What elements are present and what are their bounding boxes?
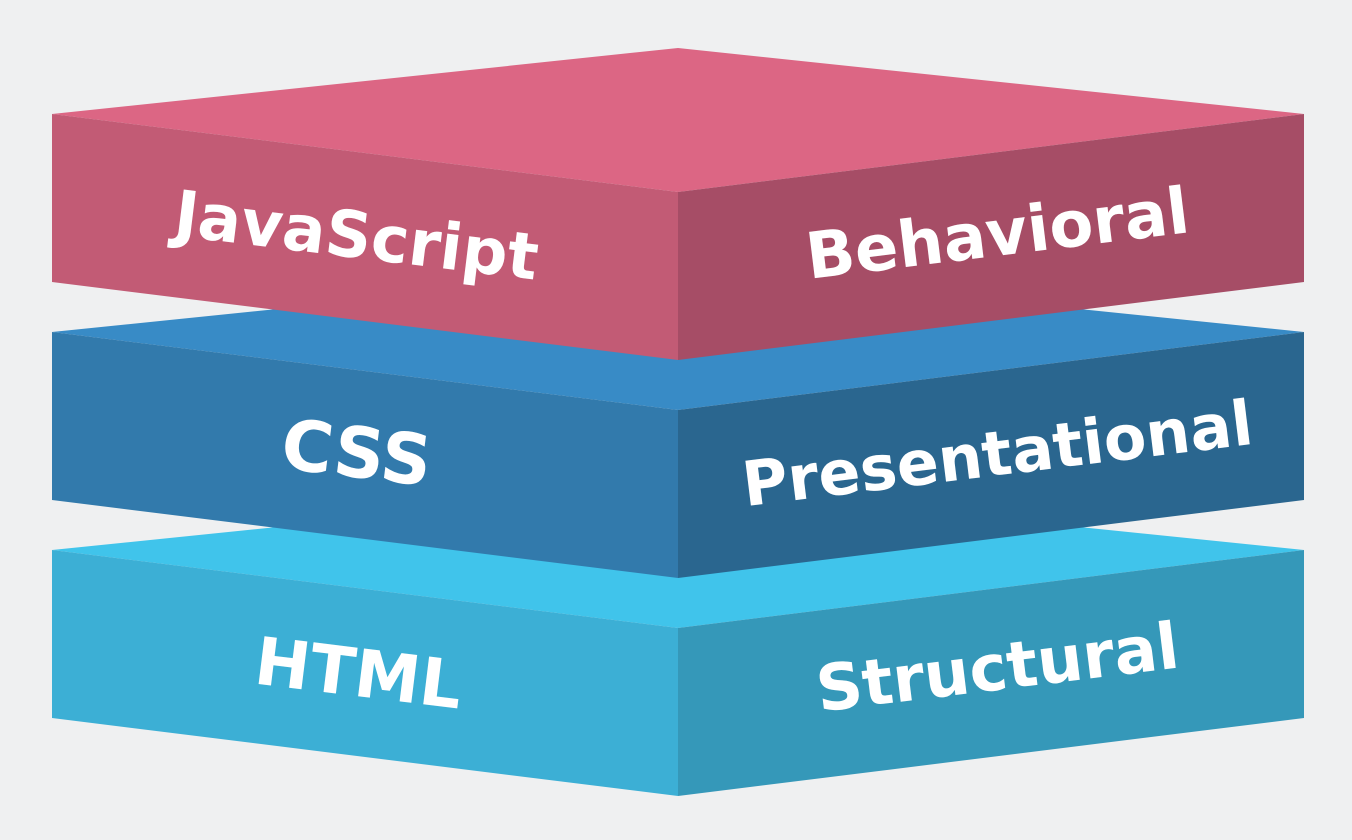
layer-html-right-face (678, 550, 1304, 796)
layer-css-left-face (52, 332, 678, 578)
layer-html-left-face (52, 550, 678, 796)
layer-javascript-right-face (678, 114, 1304, 360)
layer-javascript: JavaScript Behavioral (52, 48, 1304, 360)
layer-javascript-left-face (52, 114, 678, 360)
layer-javascript-top-face (52, 48, 1304, 192)
layer-css-left-label: CSS (277, 403, 436, 503)
layer-css-right-face (678, 332, 1304, 578)
